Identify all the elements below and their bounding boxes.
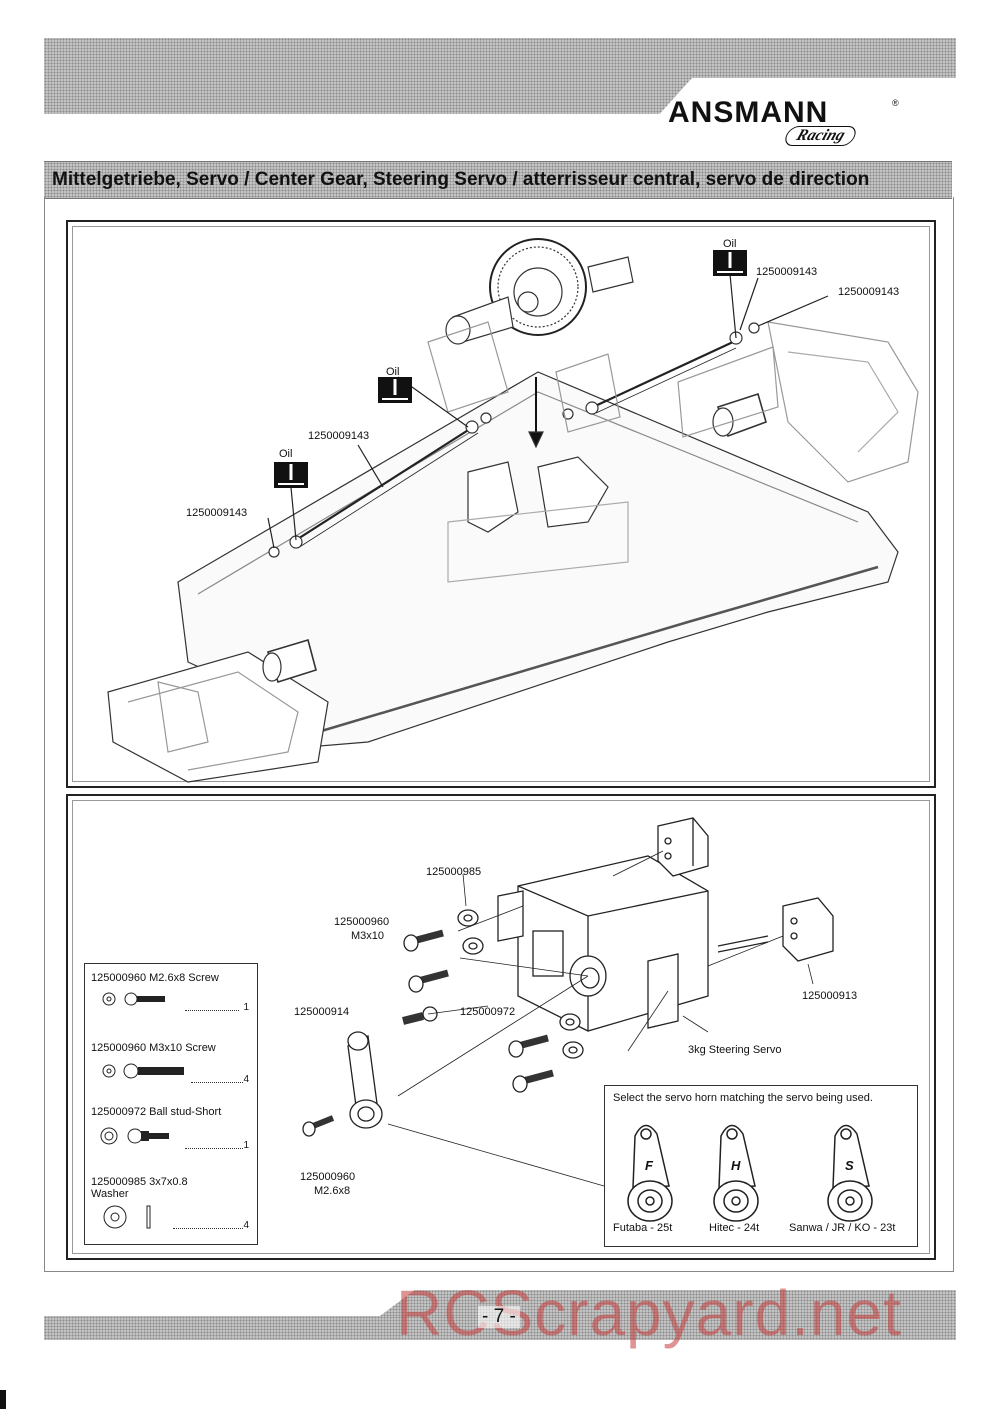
oil-icon <box>378 377 412 403</box>
part-label: 1250009143 <box>186 507 248 519</box>
ansmann-logo: ANSMANN ® Racing <box>668 96 904 152</box>
horn-caption: Sanwa / JR / KO - 23t <box>789 1222 896 1234</box>
part-desc: 125000985 3x7x0.8 <box>91 1176 188 1188</box>
part-qty: 1 <box>243 1002 249 1013</box>
part-qty: 4 <box>243 1220 249 1231</box>
oil-icon <box>713 250 747 276</box>
part-desc: 125000960 M3x10 Screw <box>91 1042 216 1054</box>
oil-label: Oil <box>279 448 293 460</box>
screw-m26-code: 125000960 <box>300 1171 356 1183</box>
part-desc-2: Washer <box>91 1188 129 1200</box>
horn-letter: S <box>845 1158 854 1173</box>
oil-label: Oil <box>723 238 737 250</box>
parts-list-item: 125000960 M2.6x8 Screw 1 <box>91 972 251 1013</box>
servo-horn-icons <box>627 1124 873 1222</box>
part-label: 1250009143 <box>756 266 818 278</box>
parts-list-item: 125000985 3x7x0.8 Washer 4 <box>91 1176 251 1231</box>
header-band <box>44 38 956 118</box>
horn-letter: H <box>731 1158 741 1173</box>
washer-icon <box>103 1205 151 1229</box>
page-number: - 7 - <box>478 1306 520 1328</box>
servo-label: 3kg Steering Servo <box>688 1044 782 1056</box>
brand-sub: Racing <box>782 126 859 146</box>
footer-band-top <box>380 1290 956 1316</box>
servo-horn-selector: Select the servo horn matching the servo… <box>604 1085 918 1247</box>
horn-box-title: Select the servo horn matching the servo… <box>613 1092 873 1104</box>
center-gear-diagram: Oil Oil Oil 1250009143 1250009143 125000… <box>66 220 936 788</box>
screw-m26-size: M2.6x8 <box>314 1185 351 1197</box>
screw-icon <box>102 1063 184 1079</box>
oil-icon <box>274 462 308 488</box>
edge-mark <box>0 1390 6 1409</box>
ball-stud-label: 125000972 <box>460 1006 516 1018</box>
part-label: 1250009143 <box>838 286 900 298</box>
part-desc: 125000960 M2.6x8 Screw <box>91 972 219 984</box>
part-qty: 4 <box>243 1074 249 1085</box>
ball-stud-icon <box>100 1127 169 1145</box>
registered-mark: ® <box>892 98 899 108</box>
screw-m3-size: M3x10 <box>351 930 385 942</box>
parts-list-item: 125000972 Ball stud-Short 1 <box>91 1106 251 1151</box>
part-desc: 125000972 Ball stud-Short <box>91 1106 222 1118</box>
page-frame <box>44 197 954 1272</box>
screw-m3-code: 125000960 <box>334 916 390 928</box>
watermark: RCScrapyard.net <box>396 1277 902 1349</box>
part-label: 1250009143 <box>308 430 370 442</box>
horn-caption: Hitec - 24t <box>709 1222 760 1234</box>
screw-icon <box>102 992 165 1006</box>
horn-caption: Futaba - 25t <box>613 1222 673 1234</box>
servo-horn-label: 125000914 <box>294 1006 350 1018</box>
servo-drawing <box>302 817 834 1187</box>
brand-name: ANSMANN <box>668 96 829 129</box>
title-bar: Mittelgetriebe, Servo / Center Gear, Ste… <box>44 161 952 199</box>
horn-letter: F <box>645 1158 653 1173</box>
oil-label: Oil <box>386 366 400 378</box>
mount-label: 125000913 <box>802 990 858 1002</box>
center-gear-drawing <box>107 238 919 783</box>
page-title: Mittelgetriebe, Servo / Center Gear, Ste… <box>52 169 870 190</box>
part-qty: 1 <box>243 1140 249 1151</box>
parts-list-item: 125000960 M3x10 Screw 4 <box>91 1042 251 1085</box>
washer-label: 125000985 <box>426 866 482 878</box>
parts-list: 125000960 M2.6x8 Screw 1 125000960 M3x10… <box>84 963 258 1245</box>
